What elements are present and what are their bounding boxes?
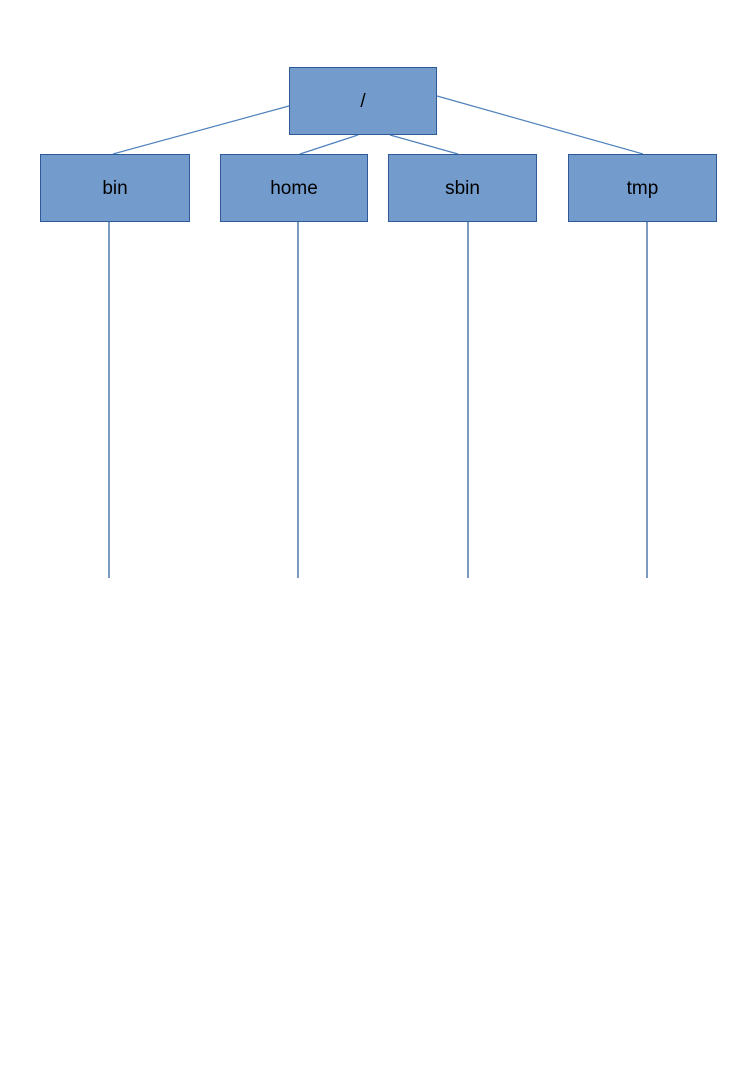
tree-node-root-label: /	[360, 90, 366, 112]
connector-root-home	[299, 134, 359, 155]
connector-root-bin	[112, 105, 290, 155]
tree-node-sbin-label: sbin	[445, 177, 480, 199]
tree-node-home-label: home	[270, 177, 318, 199]
tree-node-tmp: tmp	[568, 154, 717, 222]
tree-node-bin: bin	[40, 154, 190, 222]
connector-root-sbin	[389, 134, 459, 155]
tree-node-bin-label: bin	[102, 177, 128, 199]
tree-node-tmp-label: tmp	[626, 177, 659, 199]
tree-node-root: /	[289, 67, 437, 135]
connector-root-tmp	[436, 95, 644, 155]
tree-node-home: home	[220, 154, 368, 222]
tree-node-sbin: sbin	[388, 154, 537, 222]
